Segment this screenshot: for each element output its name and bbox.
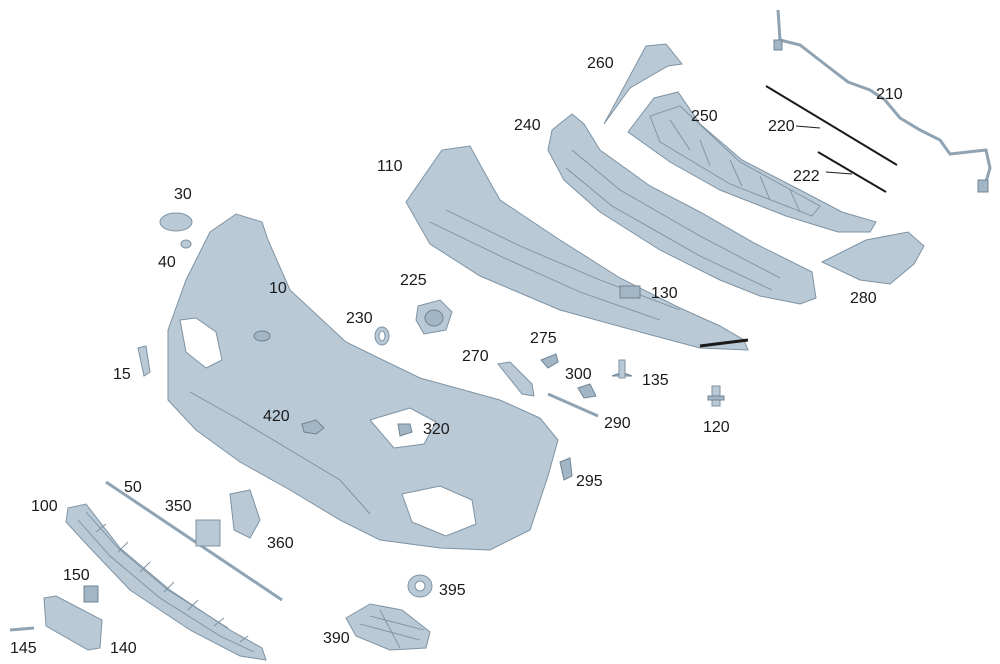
label-50: 50 — [124, 479, 142, 496]
label-15: 15 — [113, 366, 131, 383]
leader-220 — [795, 125, 821, 129]
part-280-bracket — [820, 231, 925, 285]
label-250: 250 — [691, 108, 718, 125]
label-120: 120 — [703, 419, 730, 436]
part-250-upper-grille — [627, 91, 877, 233]
label-30: 30 — [174, 186, 192, 203]
label-230: 230 — [346, 310, 373, 327]
label-225: 225 — [400, 272, 427, 289]
label-260: 260 — [587, 55, 614, 72]
part-40-grommet — [180, 239, 192, 249]
part-100-lower-grille — [65, 503, 267, 661]
part-225-sensor — [415, 299, 453, 335]
part-140-plate-bracket — [43, 595, 103, 651]
part-150-clip — [83, 585, 99, 603]
part-220-strip — [765, 85, 898, 166]
label-130: 130 — [651, 285, 678, 302]
label-150: 150 — [63, 567, 90, 584]
part-270-trim — [497, 361, 535, 397]
part-350-module — [195, 519, 221, 547]
label-222: 222 — [793, 168, 820, 185]
label-210: 210 — [876, 86, 903, 103]
part-130-clip — [619, 285, 641, 299]
part-240-energy-absorber — [547, 113, 817, 305]
part-120-pin — [707, 385, 725, 407]
label-240: 240 — [514, 117, 541, 134]
part-222-strip — [817, 151, 887, 193]
part-275-clip — [540, 353, 559, 369]
part-10-bumper-cover — [167, 213, 559, 551]
label-100: 100 — [31, 498, 58, 515]
label-10: 10 — [269, 280, 287, 297]
label-390: 390 — [323, 630, 350, 647]
label-395: 395 — [439, 582, 466, 599]
part-320-screw — [397, 423, 413, 437]
label-40: 40 — [158, 254, 176, 271]
part-210-wiring-harness — [773, 9, 992, 193]
label-300: 300 — [565, 366, 592, 383]
part-145-screw — [9, 626, 35, 632]
part-50-moulding — [105, 480, 283, 602]
label-135: 135 — [642, 372, 669, 389]
label-220: 220 — [768, 118, 795, 135]
label-275: 275 — [530, 330, 557, 347]
label-295: 295 — [576, 473, 603, 490]
leader-222 — [825, 171, 853, 175]
part-420-clip — [301, 419, 325, 435]
label-280: 280 — [850, 290, 877, 307]
label-145: 145 — [10, 640, 37, 657]
label-110: 110 — [377, 158, 403, 175]
label-320: 320 — [423, 421, 450, 438]
part-30-emblem — [159, 212, 193, 232]
part-360-bracket — [229, 489, 261, 539]
label-270: 270 — [462, 348, 489, 365]
label-350: 350 — [165, 498, 192, 515]
label-290: 290 — [604, 415, 631, 432]
label-140: 140 — [110, 640, 137, 657]
part-300-clip — [577, 383, 597, 399]
part-295-clip — [559, 457, 573, 481]
label-360: 360 — [267, 535, 294, 552]
part-290-strip — [547, 392, 599, 418]
part-390-grille-insert — [345, 603, 431, 651]
label-420: 420 — [263, 408, 290, 425]
part-260-wedge — [603, 43, 683, 125]
part-15-cap — [137, 345, 151, 377]
